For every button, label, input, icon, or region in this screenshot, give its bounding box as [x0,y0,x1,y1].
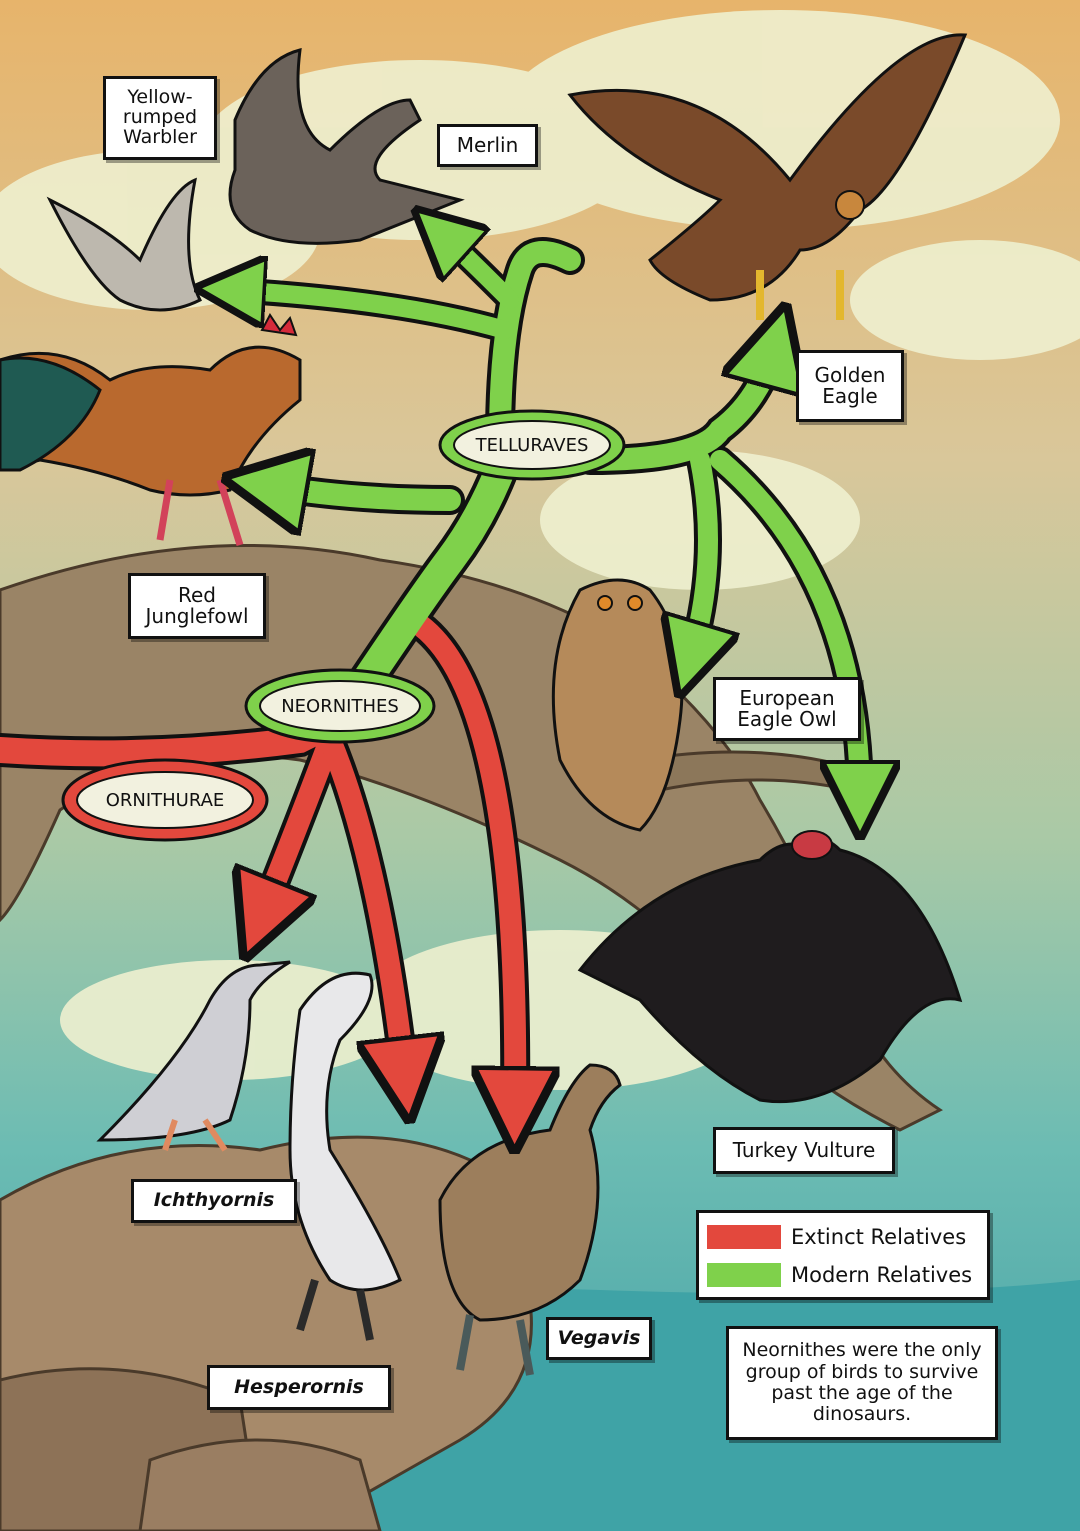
label-merlin: Merlin [437,124,538,167]
modern-branches [230,232,860,800]
node-telluraves: TELLURAVES [438,409,626,481]
label-red-junglefowl: Red Junglefowl [128,573,266,639]
label-hesperornis: Hesperornis [207,1365,391,1410]
legend-modern: Modern Relatives [707,1263,972,1287]
legend-extinct: Extinct Relatives [707,1225,966,1249]
label-yellow-rumped-warbler: Yellow- rumped Warbler [103,76,217,160]
european-eagle-owl-illustration [551,578,684,832]
node-ornithurae: ORNITHURAE [61,758,269,842]
legend-extinct-swatch [707,1225,781,1249]
node-neornithes: NEORNITHES [244,668,436,744]
label-ichthyornis: Ichthyornis [131,1179,297,1223]
node-neornithes-label: NEORNITHES [281,696,399,717]
hesperornis-illustration [288,971,402,1341]
label-vegavis: Vegavis [546,1317,652,1360]
caption-note: Neornithes were the only group of birds … [726,1326,998,1440]
label-golden-eagle: Golden Eagle [796,350,904,422]
golden-eagle-illustration [567,33,968,320]
rocks [0,1135,533,1531]
merlin-illustration [228,48,465,245]
legend-modern-label: Modern Relatives [791,1263,973,1287]
legend: Extinct Relatives Modern Relatives [696,1210,990,1300]
label-european-eagle-owl: European Eagle Owl [713,677,861,741]
yellow-rumped-warbler-illustration [46,177,203,312]
legend-extinct-label: Extinct Relatives [791,1225,967,1249]
label-turkey-vulture: Turkey Vulture [713,1127,895,1174]
extinct-branches [0,614,515,1110]
node-telluraves-label: TELLURAVES [475,435,589,456]
node-ornithurae-label: ORNITHURAE [106,790,225,811]
legend-modern-swatch [707,1263,781,1287]
ichthyornis-illustration [96,960,291,1152]
